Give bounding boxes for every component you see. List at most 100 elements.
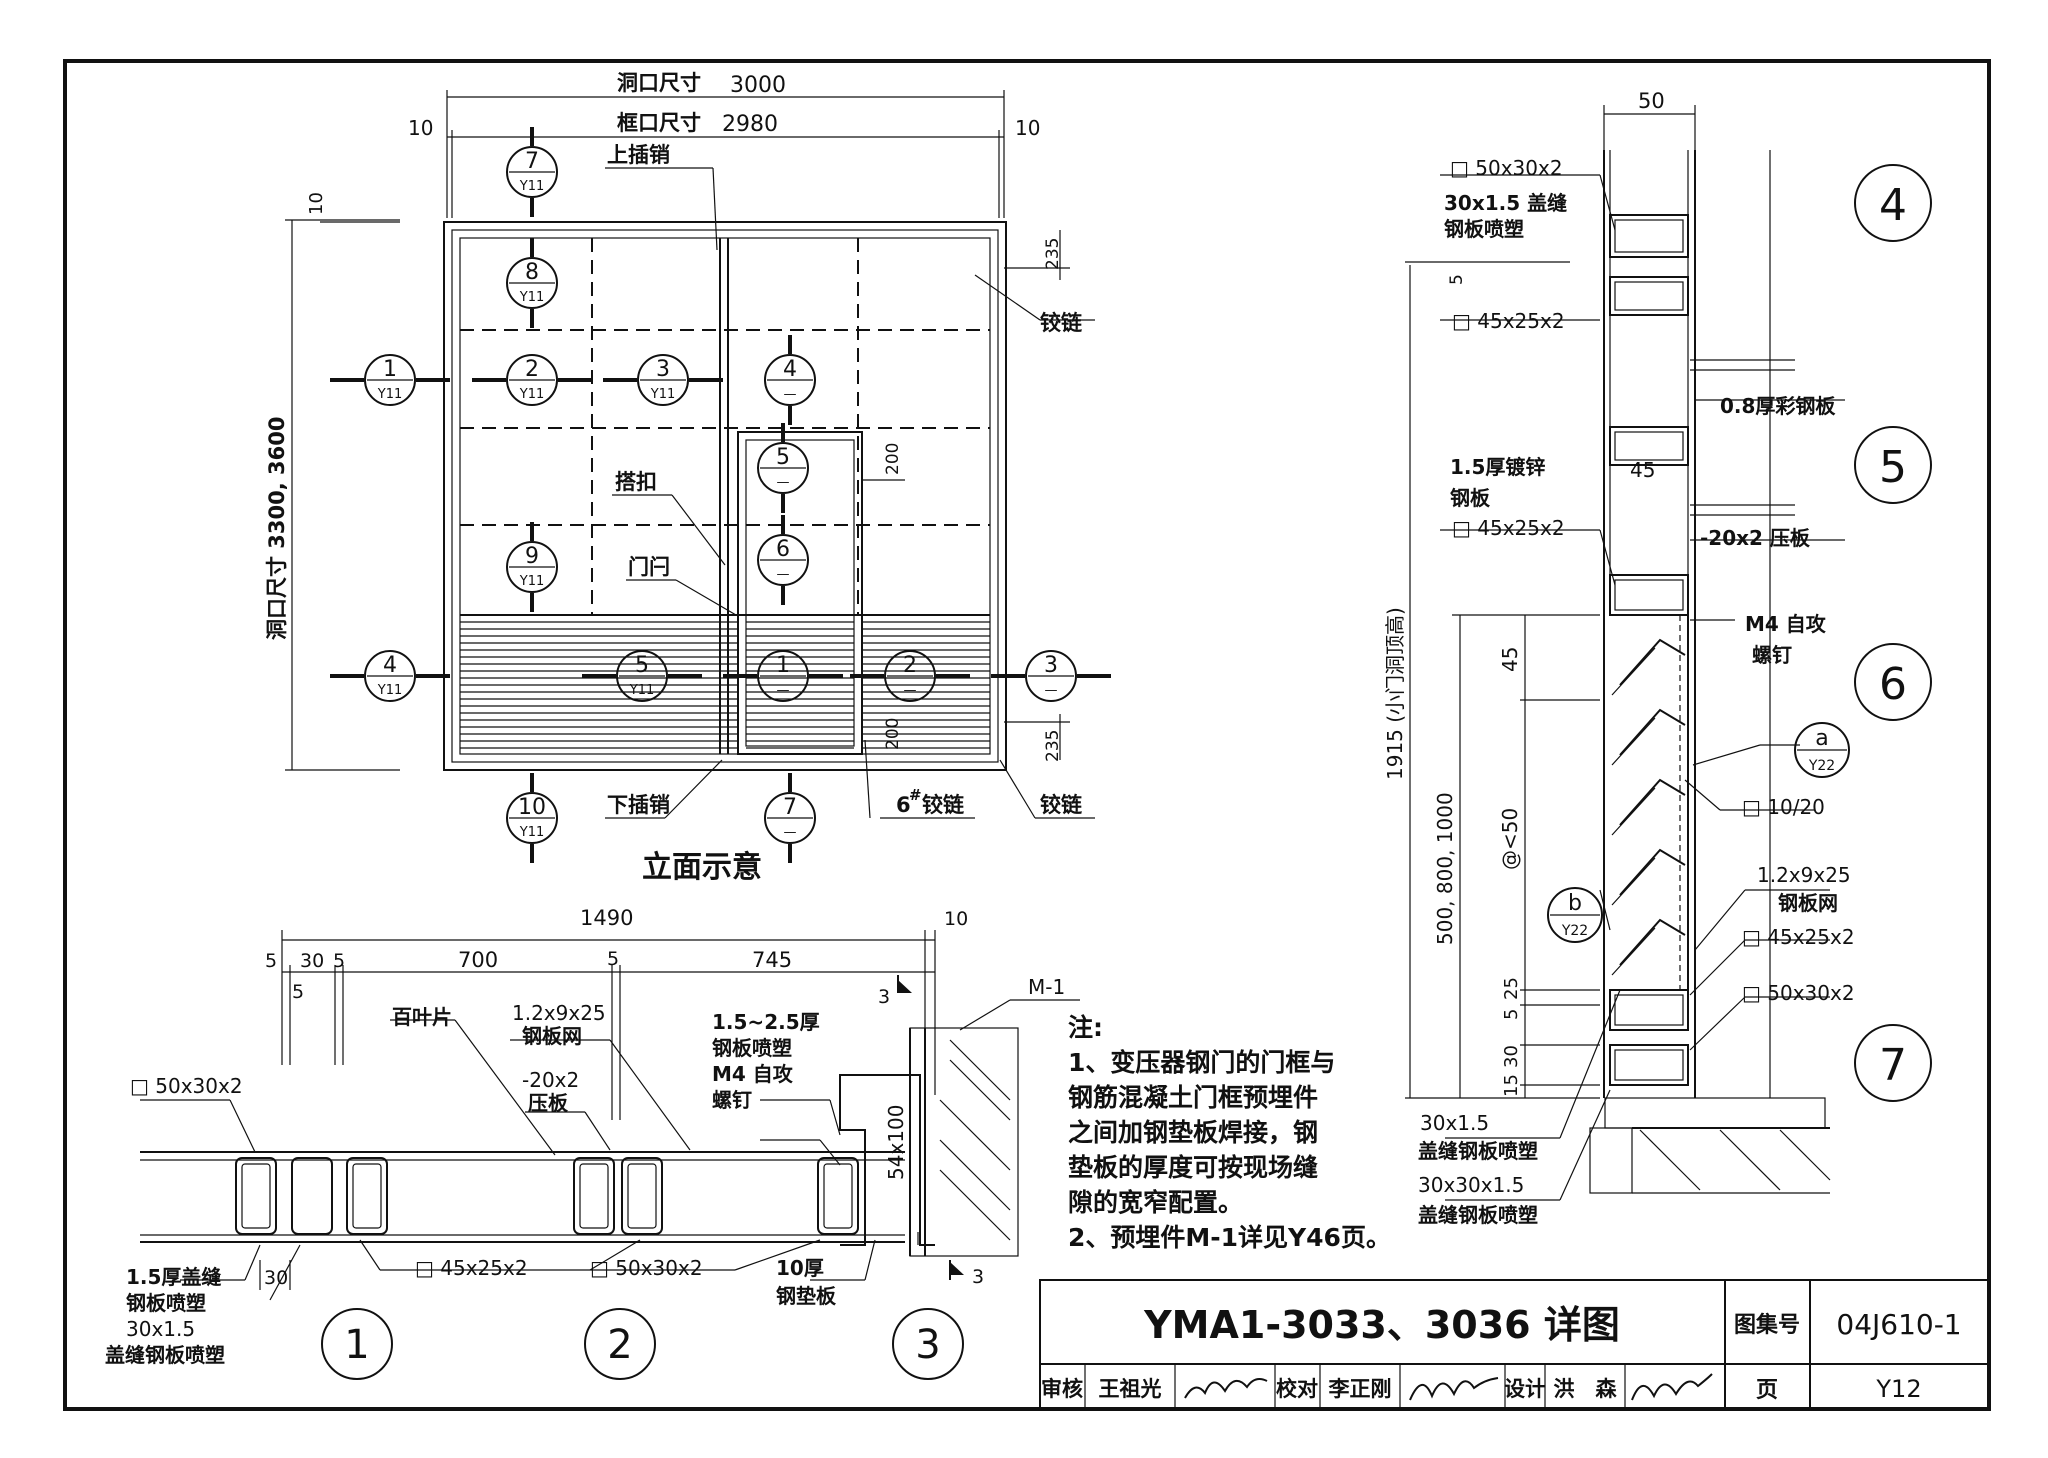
plan-plate1: -20x2: [522, 1068, 579, 1092]
note-line: 1、变压器钢门的门框与: [1068, 1048, 1336, 1077]
vs-press: -20x2 压板: [1700, 526, 1811, 550]
section-marker-number: 10: [518, 795, 546, 820]
vs-angle1: 30x30x1.5: [1418, 1173, 1524, 1197]
section-marker-number: 3: [1044, 653, 1058, 678]
check-label: 校对: [1276, 1377, 1318, 1401]
vs-d50: 50: [1638, 89, 1665, 113]
note-line: 之间加钢垫板焊接，钢: [1068, 1118, 1319, 1147]
vs-n4: 4: [1879, 180, 1907, 231]
designer-name: 洪 森: [1554, 1377, 1618, 1401]
plan-cover4: 盖缝钢板喷塑: [105, 1343, 225, 1367]
note-line: 垫板的厚度可按现场缝: [1068, 1153, 1319, 1182]
section-marker-number: 1: [776, 653, 790, 678]
section-marker-ref: Y11: [377, 387, 402, 402]
note-line: 2、预埋件M-1详见Y46页。: [1068, 1223, 1391, 1252]
vs-d15v: 15: [1501, 1074, 1522, 1097]
notes-heading: 注:: [1068, 1013, 1103, 1042]
section-markers: 7Y118Y111Y112Y113Y114—5—6—9Y114Y115Y111—…: [330, 127, 1111, 863]
plan-mesh1: 1.2x9x25: [512, 1001, 606, 1025]
section-marker-number: 2: [525, 357, 539, 382]
plan-shim2: 钢垫板: [776, 1284, 837, 1308]
notes-block: 注: 1、变压器钢门的门框与 钢筋混凝土门框预埋件 之间加钢垫板焊接，钢 垫板的…: [1068, 1010, 1398, 1255]
dim-200-b: 200: [883, 718, 903, 750]
plan-big-2: 2: [607, 1322, 632, 1368]
label-hinge6: 铰链: [922, 793, 965, 817]
louver-blade: [1619, 778, 1686, 826]
section-marker: 3—: [991, 650, 1111, 702]
gap-right: 10: [1015, 116, 1040, 140]
section-marker-ref: Y11: [629, 683, 654, 698]
section-marker: 7—: [764, 773, 816, 863]
section-marker-number: 6: [776, 537, 790, 562]
vs-a-ref: Y22: [1808, 758, 1835, 774]
plan-d10: 10: [944, 908, 968, 930]
louver-blades: [1611, 638, 1686, 976]
label-hinge-top: 铰链: [1040, 311, 1083, 335]
vs-d25v: 25: [1501, 977, 1522, 1000]
page-label: 页: [1756, 1378, 1778, 1403]
section-marker: 6—: [757, 515, 809, 605]
opening-width: 3000: [730, 73, 786, 98]
review-label: 审核: [1041, 1377, 1083, 1401]
reviewer-name: 王祖光: [1099, 1377, 1162, 1401]
section-marker-ref: —: [1045, 683, 1058, 698]
frame-width: 2980: [722, 112, 778, 137]
plan-section: 1490 5 30 5 700 5 745 10 5: [105, 906, 1080, 1380]
vs-h1915: 1915 (小门洞顶高): [1383, 607, 1407, 780]
vs-d5v: 5: [1501, 1009, 1522, 1020]
section-marker-ref: Y11: [519, 574, 544, 589]
plan-sec3-top: 3: [878, 986, 890, 1008]
section-marker-ref: —: [777, 683, 790, 698]
vs-galv1: 1.5厚镀锌: [1450, 455, 1545, 479]
plan-d5a: 5: [265, 950, 277, 972]
vs-galv2: 钢板: [1450, 486, 1491, 510]
vs-color-plate: 0.8厚彩钢板: [1720, 394, 1836, 418]
vs-d45: 45: [1630, 458, 1655, 482]
plan-d5d: 5: [292, 981, 304, 1003]
section-marker-number: 9: [525, 544, 539, 569]
vs-tube45c: □ 45x25x2: [1742, 925, 1855, 949]
section-marker: 1—: [723, 650, 843, 702]
plan-big-3: 3: [915, 1322, 940, 1368]
sheet-title: YMA1-3033、3036 详图: [1143, 1303, 1620, 1347]
elevation-view: 洞口尺寸 3000 框口尺寸 2980 10 10 洞口尺寸 3300, 360…: [265, 71, 1111, 885]
section-marker: 2—: [850, 650, 970, 702]
plan-d5b: 5: [333, 950, 345, 972]
design-label: 设计: [1504, 1377, 1546, 1401]
section-marker-ref: —: [784, 387, 797, 402]
plan-shim1: 10厚: [776, 1256, 824, 1280]
louver-blade: [1619, 638, 1686, 686]
section-marker: 5—: [757, 423, 809, 513]
vs-bcover1: 30x1.5: [1420, 1111, 1489, 1135]
vs-sq: □ 10/20: [1742, 795, 1825, 819]
plan-cover3: 30x1.5: [126, 1317, 195, 1341]
section-marker-number: 2: [903, 653, 917, 678]
sheet-border: [63, 59, 1991, 1411]
label-hinge6-suffix: #: [909, 786, 922, 804]
plan-d30: 30: [300, 950, 324, 972]
vs-mesh2: 钢板网: [1778, 891, 1838, 915]
plan-thick2: 钢板喷塑: [712, 1036, 792, 1060]
plan-cover1: 1.5厚盖缝: [126, 1265, 221, 1289]
section-marker-ref: Y11: [519, 825, 544, 840]
vs-screw1: M4 自攻: [1745, 612, 1827, 636]
section-marker-ref: —: [784, 825, 797, 840]
vs-n5: 5: [1879, 442, 1907, 493]
section-marker-ref: Y11: [519, 179, 544, 194]
section-marker-ref: Y11: [650, 387, 675, 402]
vs-n7: 7: [1879, 1040, 1907, 1091]
label-hasp: 搭扣: [615, 470, 657, 494]
vs-bcover2: 盖缝钢板喷塑: [1418, 1139, 1538, 1163]
vs-mesh1: 1.2x9x25: [1757, 863, 1851, 887]
section-marker-ref: Y11: [519, 290, 544, 305]
gap-left: 10: [408, 116, 433, 140]
label-door-latch: 门闩: [628, 555, 670, 579]
dim-235-bottom: 235: [1043, 730, 1063, 762]
note-line: 钢筋混凝土门框预埋件: [1068, 1083, 1319, 1112]
elevation-title: 立面示意: [642, 850, 762, 885]
